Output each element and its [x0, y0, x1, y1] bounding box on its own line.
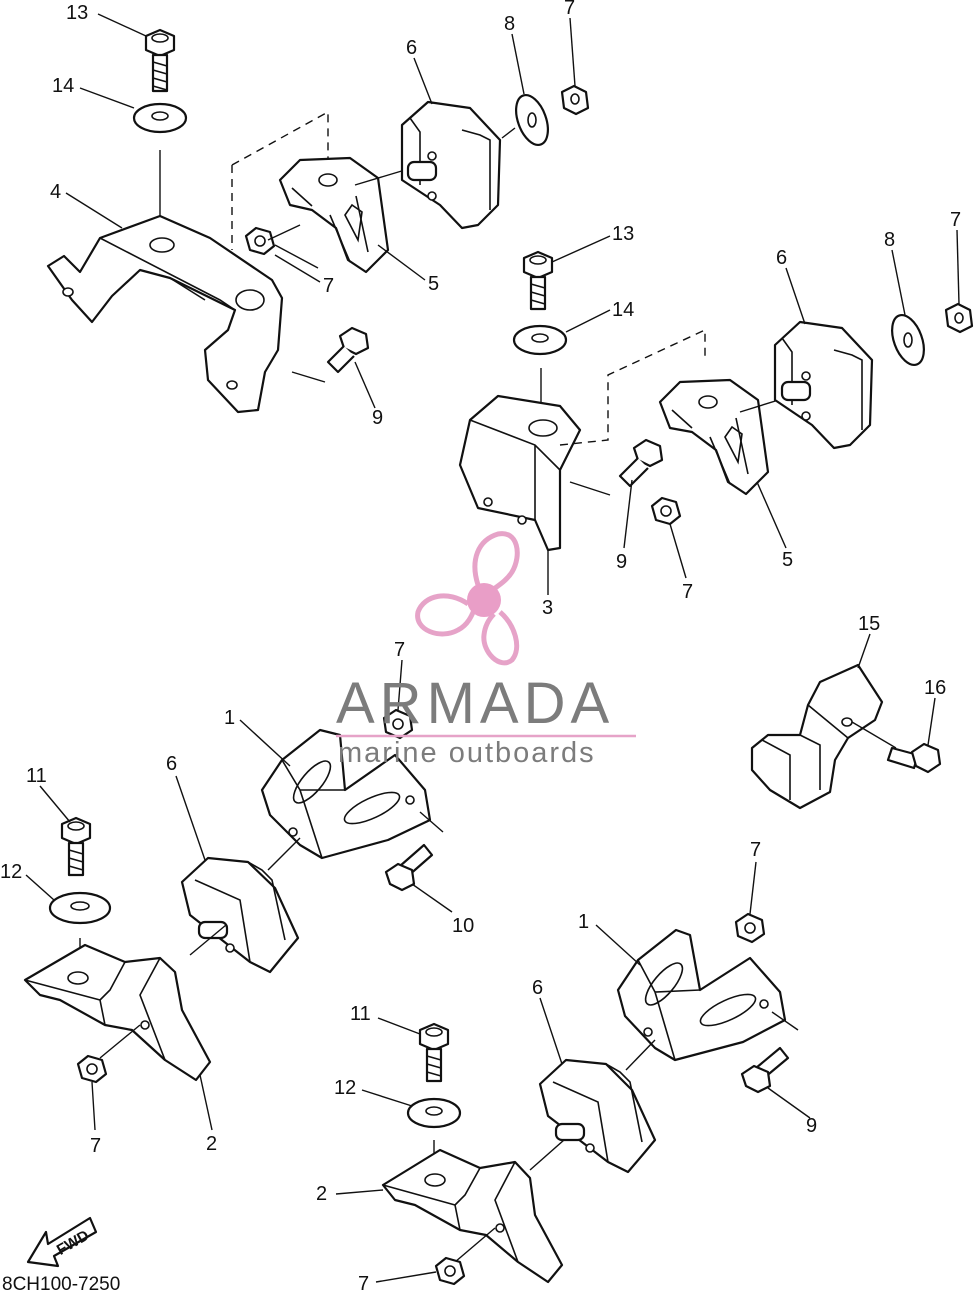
nut-7-middle-left-bottom [76, 1054, 108, 1084]
washer-12-middle-left [48, 891, 112, 925]
washer-12-lower-right [406, 1097, 462, 1129]
callout-7-upper-left: 7 [564, 0, 575, 19]
nut-7-lower-right-top [734, 912, 766, 944]
bracket-2-lower-right [381, 1148, 564, 1284]
bolt-11-lower-right [418, 1022, 450, 1083]
bracket-1-lower-right [616, 928, 787, 1062]
callout-4: 4 [50, 181, 61, 203]
armada-watermark: ARMADA marine outboards [336, 531, 636, 769]
callout-10: 10 [452, 915, 474, 937]
callout-7-lower-right-top: 7 [750, 839, 761, 861]
callout-8-upper-left: 8 [504, 13, 515, 35]
callout-1-middle-left: 1 [224, 707, 235, 729]
rubber-mount-15 [750, 663, 884, 810]
upper-right-mount-assembly [458, 250, 974, 552]
armada-tagline-text: marine outboards [338, 737, 596, 769]
lower-right-mount-assembly [381, 912, 799, 1286]
callout-1-lower-right: 1 [578, 911, 589, 933]
diagram-code: 8CH100-7250 [2, 1274, 120, 1293]
bolt-9-upper-left [326, 326, 370, 374]
callout-2-middle-left: 2 [206, 1133, 217, 1155]
callout-6-middle-left: 6 [166, 753, 177, 775]
callout-5-upper-right: 5 [782, 549, 793, 571]
washer-8-upper-left [515, 94, 549, 146]
callout-9-upper-right: 9 [616, 551, 627, 573]
washer-8-upper-right [891, 314, 925, 366]
callout-7-left-bracket: 7 [323, 275, 334, 297]
callout-12-lower-right: 12 [334, 1077, 356, 1099]
nut-7-upper-right [944, 302, 974, 334]
rubber-mount-6-middle-left [180, 856, 300, 974]
washer-14-upper-right [512, 324, 568, 356]
upper-left-mount-assembly [46, 28, 590, 414]
callout-11-middle-left: 11 [26, 765, 47, 787]
callout-5-upper-left: 5 [428, 273, 439, 295]
callout-9-upper-left: 9 [372, 407, 383, 429]
callout-12-middle-left: 12 [0, 861, 22, 883]
callout-9-lower-right: 9 [806, 1115, 817, 1137]
bracket-2-middle-left [23, 943, 212, 1082]
forward-direction-arrow: FWD [26, 1216, 98, 1268]
callout-7-middle-left-bottom: 7 [90, 1135, 101, 1157]
callout-8-upper-right: 8 [884, 229, 895, 251]
callout-13-upper-left: 13 [66, 2, 88, 24]
callout-14-upper-left: 14 [52, 75, 74, 97]
middle-left-mount-assembly [23, 708, 444, 1084]
callout-16: 16 [924, 677, 946, 699]
washer-14-upper-left [132, 102, 188, 134]
nut-7-upper-left [560, 84, 590, 116]
callout-3: 3 [542, 597, 553, 619]
bolt-13-upper-left [144, 28, 176, 93]
propeller-icon [415, 531, 520, 666]
bracket-5-upper-left [278, 156, 390, 274]
bolt-13-upper-right [522, 250, 554, 311]
nut-7-middle-left-top [382, 708, 414, 740]
bolt-16 [886, 742, 942, 774]
bolt-10 [384, 843, 434, 892]
callout-6-lower-right: 6 [532, 977, 543, 999]
bracket-4 [46, 214, 284, 414]
callout-2-lower-right: 2 [316, 1183, 327, 1205]
bolt-11-middle-left [60, 816, 92, 877]
nut-7-upper-right-lower [650, 496, 682, 526]
bracket-5-upper-right [658, 378, 770, 496]
rubber-mount-6-lower-right [538, 1058, 657, 1174]
callout-7-middle-left-top: 7 [394, 639, 405, 661]
rubber-mount-6-upper-right [773, 320, 874, 450]
leader-lines [25, 13, 960, 1283]
callout-7-lower-right-bottom: 7 [358, 1273, 369, 1293]
callout-15: 15 [858, 613, 880, 635]
bolt-9-upper-right [618, 438, 664, 488]
callout-7-upper-right: 7 [950, 209, 961, 231]
armada-brand-text: ARMADA [336, 671, 614, 736]
callout-11-lower-right: 11 [350, 1003, 371, 1025]
nut-7-lower-right-bottom [434, 1256, 466, 1286]
callout-6-upper-left: 6 [406, 37, 417, 59]
bracket-1-middle-left [260, 728, 432, 860]
callout-7-upper-right-lower: 7 [682, 581, 693, 603]
callout-14-upper-right: 14 [612, 299, 634, 321]
rubber-mount-6-upper-left [400, 100, 502, 230]
nut-7-left-bracket [244, 226, 276, 256]
mount-15-assembly [750, 663, 942, 810]
callout-13-upper-right: 13 [612, 223, 634, 245]
bracket-3 [458, 394, 582, 552]
bolt-9-lower-right [740, 1046, 790, 1094]
callout-6-upper-right: 6 [776, 247, 787, 269]
